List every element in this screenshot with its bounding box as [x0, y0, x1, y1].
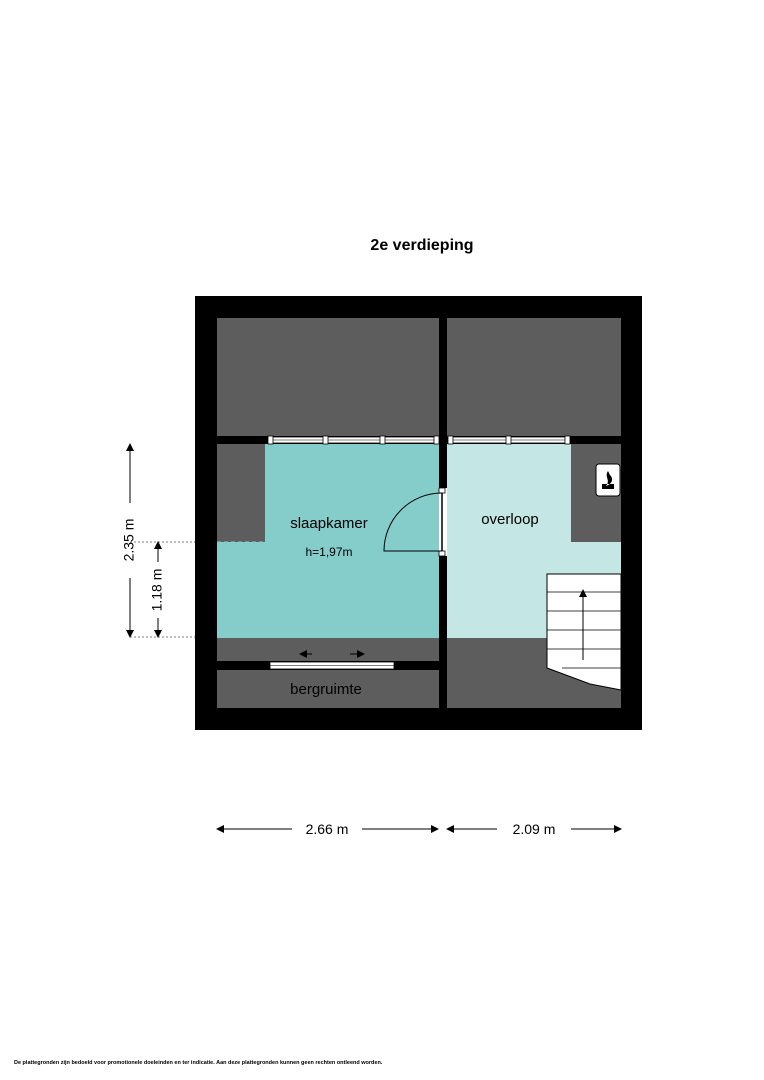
low-ceiling-zone-top-right	[447, 318, 621, 436]
room-height-bedroom: h=1,97m	[305, 545, 352, 559]
dimension-left-width-label: 2.66 m	[306, 821, 349, 837]
dimension-full-height: 2.35 m	[121, 443, 137, 638]
staircase	[546, 573, 622, 691]
dimension-full-height-label: 2.35 m	[121, 519, 137, 562]
sliding-door	[269, 650, 395, 670]
storage-floor	[217, 670, 439, 708]
window-top-right	[447, 435, 571, 445]
footer-disclaimer: De plattegronden zijn bedoeld voor promo…	[14, 1060, 383, 1066]
dimension-right-width: 2.09 m	[446, 821, 622, 837]
bedroom-low-ceiling-bottom	[217, 638, 439, 661]
flame-icon	[602, 471, 614, 489]
room-label-landing: overloop	[481, 511, 539, 528]
bedroom-low-ceiling-corner	[217, 444, 265, 542]
bedroom-door	[383, 487, 447, 557]
dimension-guide-lines	[130, 541, 217, 638]
dimension-partial-height-label: 1.18 m	[149, 569, 165, 612]
window-top-left	[267, 435, 440, 445]
dimension-partial-height: 1.18 m	[149, 541, 165, 638]
low-ceiling-zone-top-left	[217, 318, 439, 436]
dimension-right-width-label: 2.09 m	[513, 821, 556, 837]
room-label-storage: bergruimte	[290, 681, 362, 698]
floor-title: 2e verdieping	[370, 237, 474, 254]
dimension-left-width: 2.66 m	[216, 821, 439, 837]
room-label-bedroom: slaapkamer	[290, 515, 368, 532]
stair-treads	[547, 591, 621, 669]
